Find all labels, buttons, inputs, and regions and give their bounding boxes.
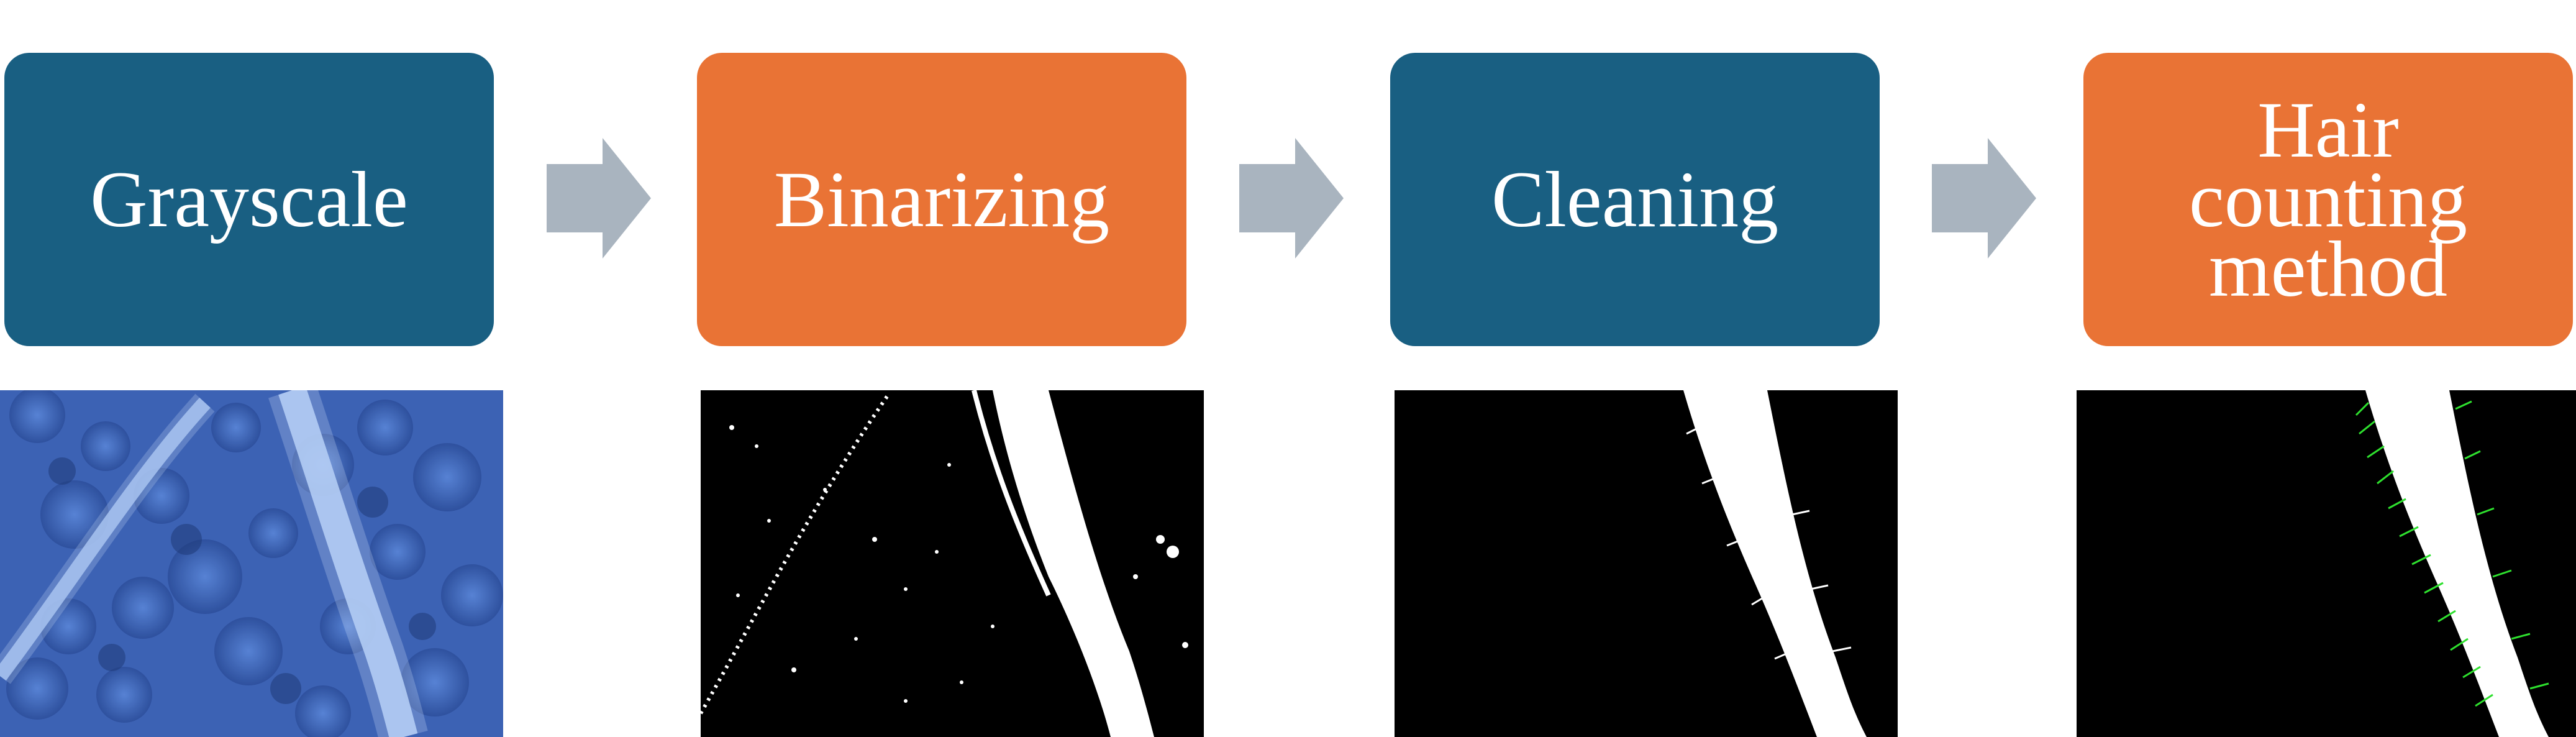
step-hair-counting-label: Hair counting method [2189, 86, 2467, 313]
cleaned-root-image [1395, 390, 1898, 737]
step-binarizing-box: Binarizing [697, 53, 1186, 346]
binarized-root-image [701, 390, 1204, 737]
grayscale-root-image [0, 390, 503, 737]
step-binarizing-label: Binarizing [773, 155, 1110, 244]
step-grayscale-box: Grayscale [4, 53, 494, 346]
hair-count-overlay-image [2077, 390, 2576, 737]
step-cleaning-label: Cleaning [1491, 155, 1779, 244]
step-cleaning-box: Cleaning [1390, 53, 1880, 346]
step-grayscale-label: Grayscale [90, 155, 408, 244]
right-arrow-icon [547, 138, 651, 259]
step-hair-counting-box: Hair counting method [2083, 53, 2573, 346]
right-arrow-icon [1932, 138, 2036, 259]
right-arrow-icon [1239, 138, 1344, 259]
